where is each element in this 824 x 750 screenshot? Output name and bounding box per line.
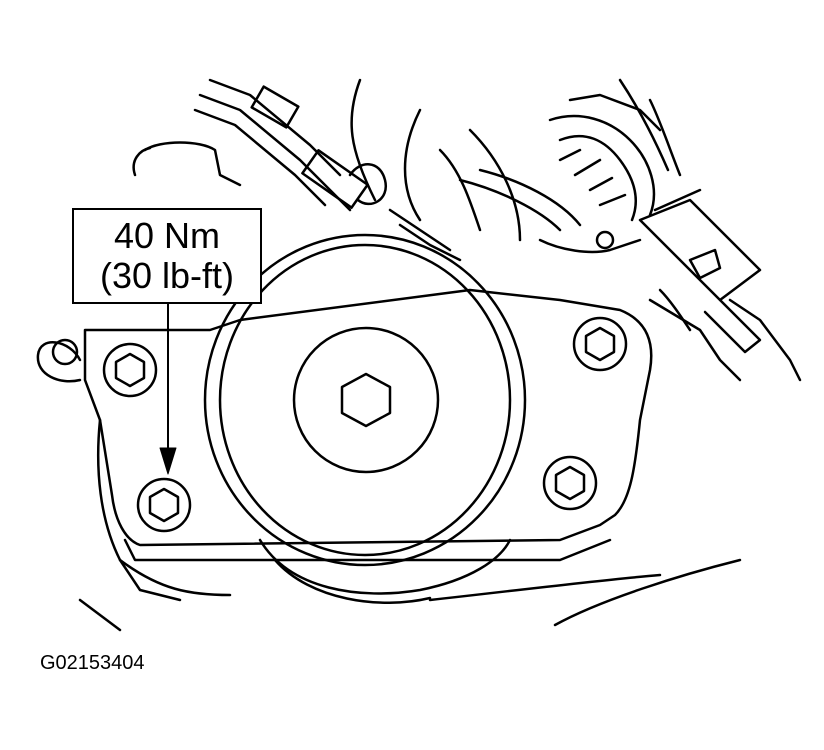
callout-leader-arrow (159, 303, 177, 475)
mounting-bolt-lower-right (542, 455, 598, 511)
torque-imperial-label: (30 lb-ft) (99, 255, 235, 296)
mounting-flange (36, 288, 653, 602)
wiring-harness (193, 78, 762, 382)
engine-block-outline (78, 141, 802, 632)
torque-metric-label: 40 Nm (113, 215, 221, 256)
figure-id-label: G02153404 (40, 652, 145, 674)
mounting-bolt-upper-right (572, 316, 628, 372)
mounting-bolt-upper-left (102, 342, 158, 398)
center-hex-bolt (292, 326, 440, 474)
mounting-bolt-lower-left (136, 477, 192, 533)
motor-body (203, 233, 527, 604)
torque-callout-box: 40 Nm (30 lb-ft) (72, 208, 262, 304)
